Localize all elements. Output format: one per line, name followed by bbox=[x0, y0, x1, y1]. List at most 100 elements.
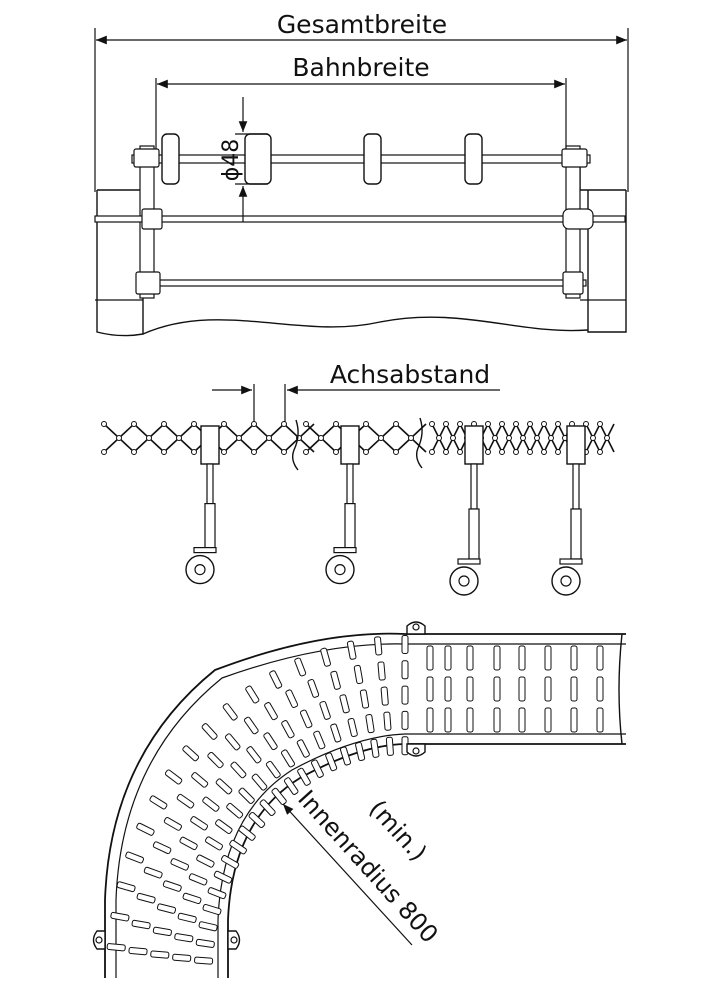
curve-roller bbox=[319, 700, 331, 720]
curve-roller bbox=[307, 678, 320, 698]
curve-roller bbox=[365, 714, 375, 734]
curve-roller bbox=[264, 702, 278, 721]
curve-roller bbox=[280, 749, 296, 768]
curve-roller bbox=[198, 921, 218, 932]
curve-roller bbox=[285, 689, 299, 708]
curve-roller bbox=[149, 795, 168, 810]
curve-roller bbox=[150, 950, 170, 959]
curve-roller bbox=[401, 660, 409, 680]
curve-roller bbox=[194, 956, 214, 965]
curve-roller bbox=[207, 887, 227, 900]
curve-roller bbox=[370, 738, 380, 758]
curve-roller bbox=[156, 903, 177, 914]
curve-roller bbox=[353, 664, 364, 685]
curve-roller bbox=[296, 739, 310, 758]
side-view: Achsabstand bbox=[101, 360, 615, 596]
curve-roller bbox=[518, 676, 526, 702]
curve-roller bbox=[136, 892, 156, 904]
curve-roller bbox=[444, 645, 452, 671]
curve-roller bbox=[152, 841, 172, 855]
curve-roller bbox=[339, 694, 350, 714]
curve-roller bbox=[330, 723, 342, 743]
curve-roller bbox=[466, 676, 474, 702]
curve-roller bbox=[380, 686, 389, 706]
curve-roller bbox=[179, 836, 198, 851]
track-width-label: Bahnbreite bbox=[292, 53, 429, 82]
curve-roller bbox=[182, 892, 202, 905]
curve-roller bbox=[346, 640, 357, 660]
roller bbox=[363, 133, 382, 185]
curve-roller bbox=[325, 752, 338, 772]
curve-roller bbox=[128, 946, 148, 956]
curve-roller bbox=[518, 707, 526, 733]
scissor-chain bbox=[303, 421, 427, 455]
curve-roller bbox=[172, 953, 192, 962]
curve-roller bbox=[383, 711, 392, 731]
curve-roller bbox=[493, 676, 501, 702]
curve-roller bbox=[202, 903, 222, 916]
curve-roller bbox=[271, 787, 287, 805]
roller bbox=[161, 133, 180, 185]
curve-roller bbox=[226, 802, 244, 819]
curve-roller bbox=[162, 880, 182, 892]
curve-roller bbox=[196, 854, 215, 868]
curve-roller bbox=[131, 919, 151, 930]
curve-roller bbox=[224, 733, 241, 751]
curve-roller bbox=[125, 851, 144, 864]
curve-roller bbox=[143, 866, 163, 879]
curve-roller bbox=[570, 707, 578, 733]
curve-roller bbox=[152, 926, 172, 937]
curve-roller bbox=[201, 723, 218, 740]
curve-roller bbox=[426, 707, 434, 733]
curve-roller bbox=[466, 645, 474, 671]
curve-roller bbox=[176, 793, 195, 809]
curve-roller bbox=[191, 772, 209, 788]
curve-roller bbox=[230, 761, 247, 779]
curve-roller bbox=[385, 736, 394, 756]
scissor-chain bbox=[429, 421, 615, 455]
curve-roller bbox=[110, 911, 130, 922]
curve-roller bbox=[313, 730, 326, 750]
curve-roller bbox=[570, 645, 578, 671]
curve-view: Innenradius 800 (min.) bbox=[92, 621, 626, 978]
curve-roller bbox=[221, 855, 240, 869]
curve-roller bbox=[374, 636, 383, 656]
curve-roller bbox=[426, 645, 434, 671]
curve-roller bbox=[245, 685, 260, 704]
curve-roller bbox=[283, 777, 299, 795]
curve-roller bbox=[243, 716, 259, 735]
curve-roller bbox=[207, 751, 224, 769]
curve-roller bbox=[297, 767, 311, 786]
curve-roller bbox=[177, 912, 197, 924]
curve-roller bbox=[215, 819, 233, 835]
curve-roller bbox=[294, 657, 307, 677]
curve-roller bbox=[248, 812, 266, 828]
curve-roller bbox=[596, 645, 604, 671]
curve-outer-rail bbox=[104, 632, 626, 978]
curve-roller bbox=[493, 645, 501, 671]
curve-roller bbox=[355, 741, 366, 762]
curve-roller bbox=[544, 707, 552, 733]
curve-roller bbox=[596, 707, 604, 733]
support-leg bbox=[551, 425, 586, 596]
curve-roller bbox=[570, 676, 578, 702]
curve-roller bbox=[310, 759, 324, 778]
overall-width-label: Gesamtbreite bbox=[277, 10, 447, 39]
curve-roller bbox=[444, 676, 452, 702]
curve-roller bbox=[136, 822, 155, 836]
curve-roller bbox=[596, 676, 604, 702]
curve-roller bbox=[246, 746, 262, 764]
curve-roller bbox=[401, 685, 409, 705]
curve-roller bbox=[174, 933, 194, 943]
curve-roller bbox=[215, 778, 233, 795]
curve-roller bbox=[401, 710, 409, 730]
curve-roller bbox=[182, 745, 200, 762]
support-leg bbox=[449, 425, 484, 596]
curve-roller bbox=[229, 839, 247, 855]
roller bbox=[244, 133, 272, 185]
curve-roller bbox=[426, 676, 434, 702]
curve-roller bbox=[195, 938, 215, 948]
curve-roller bbox=[164, 769, 183, 785]
curve-roller bbox=[106, 943, 126, 952]
